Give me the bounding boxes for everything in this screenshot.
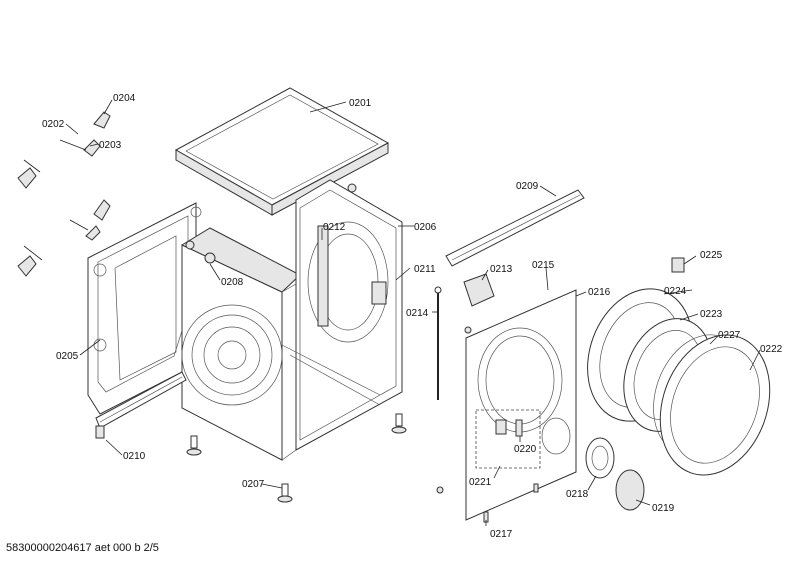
label-0212: 0212	[323, 222, 346, 233]
cover-disc	[615, 469, 645, 511]
door-lock	[585, 437, 615, 479]
label-0222: 0222	[760, 344, 783, 355]
feet	[186, 413, 407, 503]
label-0203: 0203	[99, 140, 122, 151]
rod	[434, 286, 442, 400]
label-0214: 0214	[406, 308, 429, 319]
fixing-brackets	[17, 111, 111, 277]
label-0211: 0211	[414, 264, 436, 275]
control-module	[463, 273, 495, 307]
label-0207: 0207	[242, 479, 265, 490]
label-0205: 0205	[56, 351, 79, 362]
door-outer-frame	[659, 334, 771, 476]
label-0218: 0218	[566, 489, 589, 500]
label-0220: 0220	[514, 444, 537, 455]
label-0208: 0208	[221, 277, 244, 288]
hinge-part	[671, 257, 685, 273]
label-0227: 0227	[718, 330, 741, 341]
label-0210: 0210	[123, 451, 146, 462]
label-0204: 0204	[113, 93, 136, 104]
label-0224: 0224	[664, 286, 687, 297]
label-0215: 0215	[532, 260, 555, 271]
label-0221: 0221	[469, 477, 492, 488]
front-panel	[436, 289, 577, 521]
cabinet-frame	[281, 179, 403, 461]
leader-lines	[65, 99, 761, 526]
label-0223: 0223	[700, 309, 723, 320]
label-0217: 0217	[490, 529, 513, 540]
position-labels: 0201 0202 0203 0204 0205 0206 0207 0208 …	[42, 93, 783, 540]
label-0206: 0206	[414, 222, 437, 233]
left-side-panel	[87, 202, 202, 415]
label-0225: 0225	[700, 250, 723, 261]
rear-panel	[180, 227, 301, 461]
label-0219: 0219	[652, 503, 675, 514]
label-0216: 0216	[588, 287, 611, 298]
label-0202: 0202	[42, 119, 65, 130]
top-rail	[445, 189, 585, 267]
bottom-rail	[95, 371, 187, 439]
label-0209: 0209	[516, 181, 539, 192]
label-0201: 0201	[349, 98, 372, 109]
label-0213: 0213	[490, 264, 513, 275]
document-footer: 58300000204617 aet 000 b 2/5	[6, 542, 159, 554]
